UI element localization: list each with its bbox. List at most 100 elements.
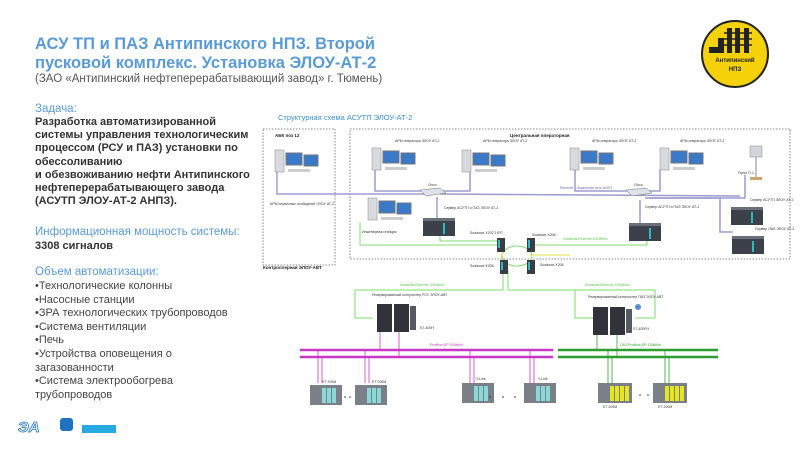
et200m-module-icon	[355, 385, 387, 405]
zone-abk	[262, 128, 336, 266]
zone-controller-label: Контроллерная ЭЛОУ-АВТ	[263, 265, 322, 270]
list-item: •Устройства оповещения о	[35, 347, 172, 360]
task-line: системы управления технологическим	[35, 129, 249, 142]
et200m-paz-module-icon	[653, 383, 687, 403]
zone-central-label: Центральная операторная	[510, 133, 570, 138]
antipinsky-npz-logo: Антипинский НПЗ	[701, 20, 769, 88]
scalance-label: Scalance X206	[470, 264, 494, 268]
server-oas-label: Сервер OAS ЭЛОУ АТ-2	[755, 227, 794, 231]
panel-label: Пульт П-1	[738, 171, 754, 175]
arm-operator-label: АРМ оператора ЭЛОУ АТ-2	[592, 139, 636, 143]
task-line: обессоливанию	[35, 155, 123, 168]
controller-paz-icon	[593, 307, 632, 335]
cisco-switch-icon	[419, 187, 447, 197]
controller-badge-icon	[635, 304, 641, 310]
list-item: •Печь	[35, 334, 64, 347]
list-item: •Система вентиляции	[35, 320, 147, 333]
arm-messages-label: АРМ сервисных сообщений ЭЛОУ АТ-2	[270, 202, 334, 206]
server-asutp-label: Сервер АСУТП ЭЛОУ АТ-2	[750, 198, 794, 202]
ylink-label: Y-Link	[476, 377, 486, 381]
scalance-switch-icon	[527, 238, 535, 252]
s7-400h-label: S7-400H	[420, 326, 434, 330]
pc-icon	[274, 149, 319, 173]
cisco-label: Cisco	[634, 183, 643, 187]
et200m-paz-module-icon	[598, 383, 632, 403]
task-line: и обезвоживанию нефти Антипинского	[35, 168, 250, 181]
s7-400fh-label: S7-400FH	[633, 327, 649, 331]
scalance-switch-icon	[527, 260, 535, 274]
profibus-paz-label: ПАЗ Profibus DP 12Mbit/s	[620, 343, 661, 347]
task-text: Разработка автоматизированной системы уп…	[35, 116, 250, 208]
server-icon	[423, 218, 455, 236]
scalance-label: Scalance X206	[540, 263, 564, 267]
arm-operator-label: АРМ оператора ЭЛОУ АТ-2	[483, 139, 527, 143]
page-subtitle: (ЗАО «Антипинский нефтеперерабатывающий …	[35, 73, 383, 85]
pc-icon	[367, 197, 412, 221]
pc-icon	[371, 147, 416, 171]
industrial-ethernet-lines	[354, 222, 656, 319]
server-icon	[732, 236, 764, 254]
ellipsis-dots	[344, 394, 649, 398]
server-main-label: Сервер АСУТП и ПАЗ ЭЛОУ АТ-2	[444, 206, 498, 210]
list-item: •Система электрообогрева	[35, 375, 173, 388]
page-title: АСУ ТП и ПАЗ Антипинского НПЗ. Второй пу…	[35, 35, 377, 72]
pc-icon	[461, 149, 506, 173]
svg-text:НПЗ: НПЗ	[729, 67, 742, 73]
task-line: Разработка автоматизированной	[35, 116, 217, 128]
ctrl-rsu-label: Резервированный контроллер РСУ ЭЛОУ-АВТ	[372, 293, 448, 297]
et200m-label: ET 200M	[658, 405, 672, 409]
arm-operator-label: АРМ оператора ЭЛОУ АТ-2	[395, 139, 439, 143]
profibus-paz	[558, 348, 718, 359]
list-item: •Технологические колонны	[35, 280, 173, 292]
profibus-label: Profibus DP 12Mbit/s	[430, 343, 463, 347]
task-heading: Задача:	[35, 103, 77, 115]
cisco-switch-icon	[625, 187, 653, 197]
pc-icon	[569, 147, 614, 171]
et200m-label: ET 200M	[322, 380, 336, 384]
company-logo: ЭА	[18, 418, 116, 436]
ylink-label: Y-Link	[538, 377, 548, 381]
capacity-heading: Информационная мощность системы:	[35, 226, 240, 238]
task-line: (АСУТП ЭЛОУ-АТ-2 АНПЗ).	[35, 195, 177, 208]
svg-text:ЭА: ЭА	[18, 419, 40, 436]
et200m-label: ET 200M	[603, 405, 617, 409]
task-line: процессом (РСУ и ПАЗ) установки по	[35, 142, 238, 155]
list-item: трубопроводов	[35, 388, 113, 401]
ethernet-label: Ethernet - Локальная сеть АНПЗ	[560, 186, 612, 190]
profibus-rsu	[300, 348, 553, 359]
operator-panel-icon	[749, 145, 763, 180]
server-main-label: Сервер АСУТП и ПАЗ ЭЛОУ АТ-2	[645, 205, 699, 209]
scalance-switch-icon	[500, 260, 508, 274]
ctrl-paz-label: Резервированный контроллер ПАЗ ЭЛОУ-АВТ	[588, 295, 664, 299]
arm-operator-label: АРМ оператора ЭЛОУ АТ-2	[680, 139, 724, 143]
svg-text:Антипинский: Антипинский	[715, 57, 755, 64]
et200m-module-icon	[310, 385, 342, 405]
server-icon	[731, 207, 763, 225]
ylink-module-icon	[462, 383, 494, 403]
footer-bar	[82, 425, 116, 433]
scope-heading: Объем автоматизации:	[35, 266, 159, 278]
profibus-drops	[317, 332, 535, 383]
scalance-label: Scalance X206	[532, 233, 556, 237]
lan-lines	[276, 170, 746, 233]
scalance-switch-icon	[497, 238, 505, 252]
pc-icon	[659, 147, 704, 171]
eng-station-label: Инженерная станция	[362, 230, 396, 234]
server-icon	[629, 223, 661, 241]
controller-rsu-icon	[377, 304, 416, 332]
zone-abk-label: АБК поз 12	[275, 133, 300, 138]
list-item: загазованности	[35, 361, 114, 374]
profibus-paz-drops	[596, 335, 670, 383]
et200m-label: ET 200M	[372, 380, 386, 384]
ie-label: Industrial Ethernet 100Mbit/s	[585, 283, 630, 287]
list-item: •Насосные станции	[35, 293, 135, 306]
scope-list: •Технологические колонны •Насосные станц…	[35, 280, 228, 402]
scalance-label: Scalance X202 2 IRT	[470, 231, 504, 235]
task-line: нефтеперерабатывающего завода	[35, 182, 225, 195]
list-item: •ЗРА технологических трубопроводов	[35, 307, 228, 320]
ylink-module-icon	[524, 383, 556, 403]
ie-label: Industrial Ethernet 100Mbit/s	[400, 283, 445, 287]
ie-label: Industrial Ethernet 100Mbit/s	[563, 237, 608, 241]
diagram-title: Структурная схема АСУТП ЭЛОУ-АТ-2	[278, 113, 412, 122]
